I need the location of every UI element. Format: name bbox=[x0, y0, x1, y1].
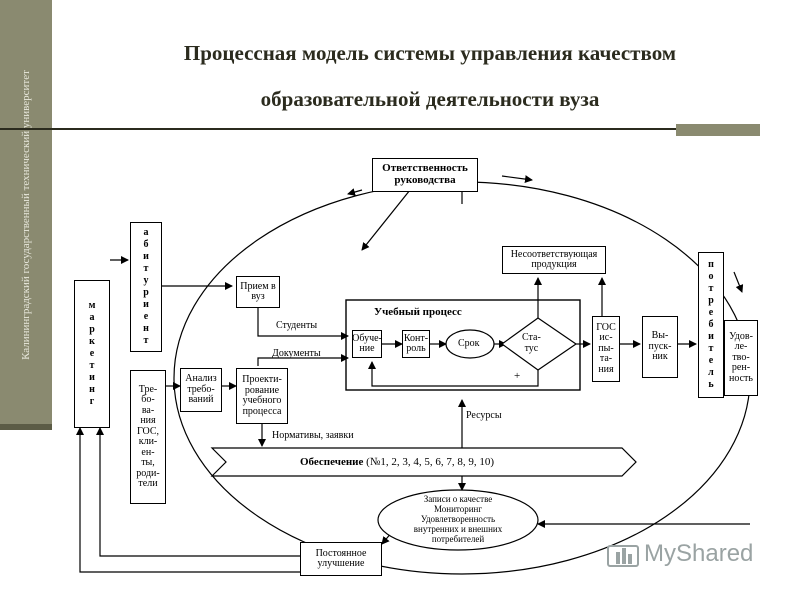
records-ellipse bbox=[377, 489, 539, 551]
line-students bbox=[257, 308, 349, 340]
university-name: Калининградский государственный техничес… bbox=[20, 70, 32, 360]
ellipse-arrow-top-left bbox=[347, 188, 363, 196]
sidebar-band: Калининградский государственный техничес… bbox=[0, 0, 52, 430]
line-documents bbox=[257, 354, 349, 366]
ellipse-arrow-right bbox=[733, 271, 744, 293]
status-label: Ста- тус bbox=[522, 332, 541, 354]
title-rule-accent bbox=[676, 124, 760, 136]
line-bottom-return bbox=[76, 427, 302, 573]
training-box: Обуче- ние bbox=[352, 330, 382, 358]
plus-sign: + bbox=[514, 370, 521, 382]
process-diagram: Ответственность руководства м а р к е т … bbox=[62, 152, 762, 598]
provision-label-rest: (№1, 2, 3, 4, 5, 6, 7, 8, 9, 10) bbox=[363, 456, 494, 468]
satisfaction-box: Удов- ле- тво- рен- ность bbox=[724, 320, 758, 396]
gos-tests-box: ГОС ис- пы- та- ния bbox=[592, 316, 620, 382]
graduate-box: Вы- пуск- ник bbox=[642, 316, 678, 378]
requirements-box: Тре- бо- ва- ния ГОС, кли- ен- ты, роди-… bbox=[130, 370, 166, 504]
provision-label-bold: Обеспечение bbox=[300, 456, 364, 468]
documents-label: Документы bbox=[272, 348, 321, 359]
analysis-box: Анализ требо- ваний bbox=[180, 368, 222, 412]
records-label: Записи о качестве Мониторинг Удовлетворе… bbox=[413, 494, 503, 544]
applicants-box: а б и т у р и е н т bbox=[130, 222, 162, 352]
sidebar-foot bbox=[0, 424, 52, 430]
title-line-1: Процессная модель системы управления кач… bbox=[183, 41, 677, 65]
line-improvement-marketing bbox=[96, 427, 300, 557]
students-label: Студенты bbox=[276, 320, 318, 331]
watermark-text: MyShared bbox=[644, 540, 754, 567]
educational-process-title: Учебный процесс bbox=[374, 306, 462, 318]
responsibility-box: Ответственность руководства bbox=[372, 158, 478, 192]
resources-label: Ресурсы bbox=[466, 410, 502, 421]
term-ellipse bbox=[445, 329, 495, 359]
loop-status-back bbox=[368, 361, 539, 387]
provision-label: Обеспечение (№1, 2, 3, 4, 5, 6, 7, 8, 9,… bbox=[300, 456, 494, 468]
educational-process-frame bbox=[345, 299, 581, 391]
term-label: Срок bbox=[458, 338, 480, 349]
title-rule bbox=[0, 128, 740, 130]
control-box: Конт- роль bbox=[402, 330, 430, 358]
watermark-icon bbox=[607, 545, 639, 567]
status-diamond bbox=[500, 317, 578, 371]
watermark: MyShared bbox=[606, 536, 766, 576]
admission-box: Прием в вуз bbox=[236, 276, 280, 308]
marketing-box: м а р к е т и н г bbox=[74, 280, 110, 428]
improvement-box: Постоянное улучшение bbox=[300, 542, 382, 576]
arrow-responsibility-down bbox=[361, 189, 411, 251]
design-box: Проекти- рование учебного процесса bbox=[236, 368, 288, 424]
ellipse-arrow-top-right bbox=[501, 175, 533, 184]
norms-label: Нормативы, заявки bbox=[272, 430, 354, 441]
nonconforming-box: Несоответствующая продукция bbox=[502, 246, 606, 274]
provision-band bbox=[210, 447, 637, 477]
title-line-2: образовательной деятельности вуза bbox=[260, 87, 600, 111]
diagram-connectors bbox=[76, 175, 751, 575]
consumers-box: п о т р е б и т е л ь bbox=[698, 252, 724, 398]
slide-title: Процессная модель системы управления кач… bbox=[60, 30, 800, 122]
